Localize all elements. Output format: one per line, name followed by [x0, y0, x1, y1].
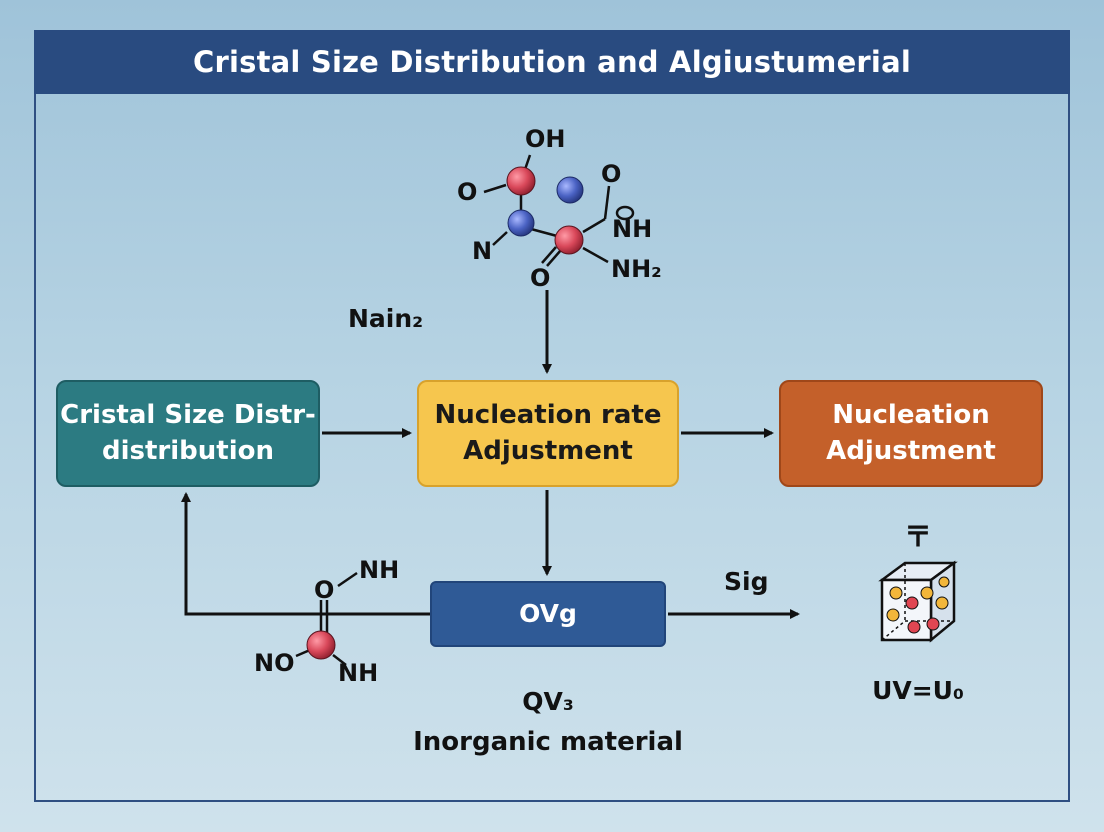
ovg-box: OVg	[430, 581, 666, 647]
ring-oxygen-icon	[615, 205, 635, 221]
atom-label-nh2: NH₂	[611, 255, 662, 283]
atom-label-bottom-nh-bottom: NH	[338, 659, 378, 687]
molecule-top	[483, 154, 611, 267]
ovg-label: OVg	[519, 599, 577, 629]
atom-label-o-top-right: O	[601, 160, 621, 188]
sig-label: Sig	[724, 567, 769, 596]
center-box-line2: Adjustment	[463, 435, 633, 466]
atom-label-o-bottom: O	[530, 264, 550, 292]
atom-label-bottom-o: O	[314, 576, 334, 604]
atom-red-2	[554, 225, 584, 255]
atom-blue-1	[507, 209, 535, 237]
crystal-cube-icon	[878, 560, 958, 643]
left-box-line1: Cristal Size Distr-	[60, 400, 316, 431]
atom-label-bottom-nh-top: NH	[359, 556, 399, 584]
atom-blue-2	[556, 176, 584, 204]
atom-label-bottom-no: NO	[254, 649, 295, 677]
center-box-line1: Nucleation rate	[434, 400, 662, 431]
atom-red-1	[506, 166, 536, 196]
left-box-line2: distribution	[101, 435, 274, 466]
t-symbol-icon: 〒	[903, 520, 933, 553]
atom-label-n: N	[472, 237, 492, 265]
title-bar: Cristal Size Distribution and Algiustume…	[34, 30, 1070, 94]
qv3-label: QV₃	[522, 687, 574, 716]
atom-label-oh: OH	[525, 125, 566, 153]
molecule-bottom	[295, 571, 358, 666]
diagram-title: Cristal Size Distribution and Algiustume…	[193, 45, 911, 79]
atom-label-nh: NH	[612, 215, 652, 243]
inorganic-material-label: Inorganic material	[413, 727, 683, 757]
arrow-ovg-to-left	[181, 492, 430, 616]
nain-label: Nain₂	[348, 304, 424, 333]
nucleation-rate-adjustment-box: Nucleation rate Adjustment	[417, 380, 679, 487]
right-box-line2: Adjustment	[826, 435, 996, 466]
nucleation-adjustment-box: Nucleation Adjustment	[779, 380, 1043, 487]
crystal-size-distribution-box: Cristal Size Distr- distribution	[56, 380, 320, 487]
uv-equation-label: UV=U₀	[872, 676, 964, 705]
atom-red-3	[306, 630, 336, 660]
atom-label-o-left: O	[457, 178, 477, 206]
right-box-line1: Nucleation	[832, 400, 990, 431]
